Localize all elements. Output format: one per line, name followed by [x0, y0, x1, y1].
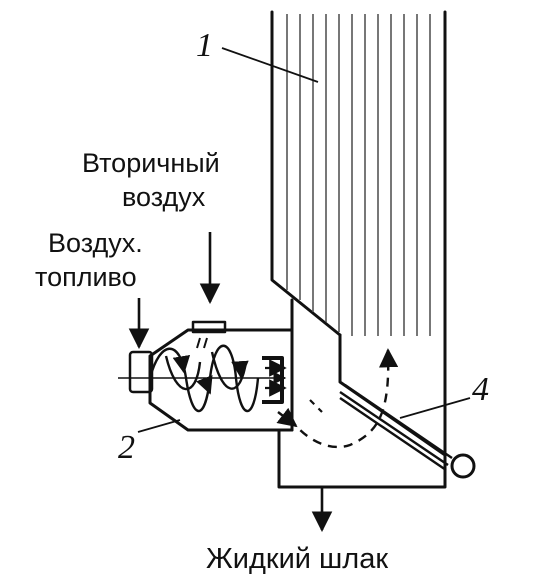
callout-1-leader	[221, 47, 319, 83]
callout-4: 4	[472, 371, 489, 408]
slag-trap-tube-2	[339, 391, 449, 466]
cyclone-outlet-throat	[262, 356, 284, 404]
swirl-arrow-3	[231, 360, 249, 379]
callout-2-leader	[137, 419, 181, 433]
secondary-air-label-line1: Вторичный	[82, 148, 220, 178]
dashed-tail	[309, 399, 323, 413]
callout-4-leader	[399, 397, 471, 419]
gas-exit-arrow	[276, 407, 298, 428]
water-wall-tubes	[286, 14, 431, 336]
air-fuel-label-line1: Воздух.	[48, 228, 143, 258]
callout-2: 2	[118, 429, 135, 466]
slag-trap-wall	[338, 333, 447, 457]
gas-flow-path	[289, 348, 399, 449]
furnace-left-wall	[270, 10, 342, 337]
cyclone-body	[148, 328, 294, 432]
slag-trap-tube-1	[344, 384, 453, 459]
swirl-tick-1	[196, 337, 201, 349]
secondary-air-label-line2: воздух	[122, 182, 206, 212]
slag-chamber-outline	[277, 298, 447, 489]
swirl-arrow-1	[172, 354, 191, 374]
cyclone-air-port	[191, 320, 227, 334]
callout-1: 1	[196, 27, 213, 64]
swirl-tick-2	[203, 337, 208, 349]
slag-trap-header-pipe	[450, 453, 476, 479]
swirl-arrow-2	[196, 375, 213, 395]
air-fuel-label-line2: топливо	[35, 262, 137, 292]
liquid-slag-label: Жидкий шлак	[206, 543, 389, 575]
swirl-loop-1	[164, 355, 202, 391]
slag-trap-tube-3	[339, 397, 447, 471]
